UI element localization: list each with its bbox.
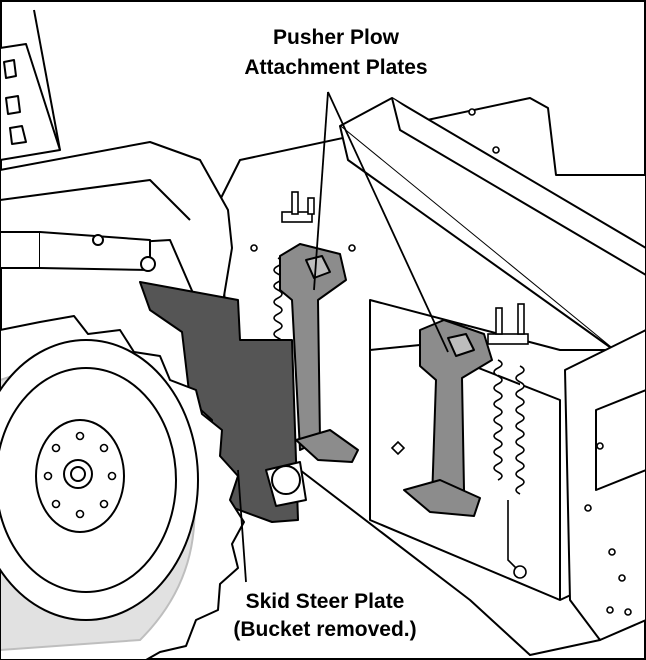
callout-leaders	[237, 91, 449, 583]
left-attachment-plate	[279, 243, 359, 463]
right-spring-assembly	[390, 303, 529, 579]
right-attachment-plate	[403, 319, 493, 517]
callout-bottom: Skid Steer Plate (Bucket removed.)	[230, 587, 419, 644]
callout-top: Pusher Plow Attachment Plates	[241, 23, 430, 82]
callout-top-line2: Attachment Plates	[244, 56, 427, 79]
plow-rivets	[250, 108, 632, 616]
callout-top-line1: Pusher Plow	[273, 26, 400, 49]
plow-frame	[214, 97, 646, 656]
skid-steer-plate	[139, 281, 307, 523]
skid-steer-loader	[0, 9, 271, 481]
callout-bottom-line2: (Bucket removed.)	[233, 618, 416, 641]
tire	[0, 315, 245, 660]
callout-bottom-line1: Skid Steer Plate	[246, 590, 405, 613]
